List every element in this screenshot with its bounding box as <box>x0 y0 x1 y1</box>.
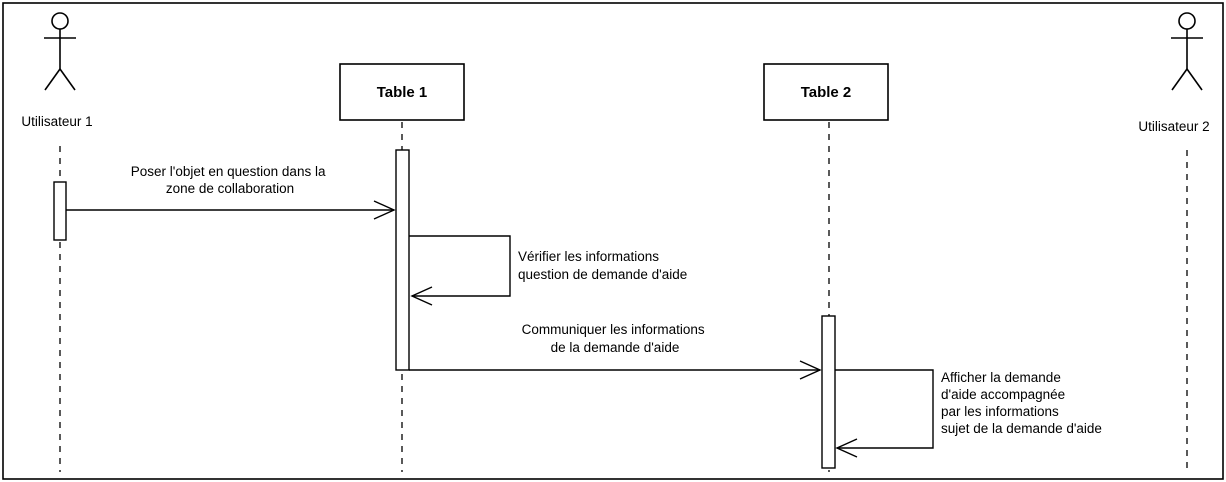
actor-head <box>51 12 69 30</box>
message-label-line: par les informations <box>941 404 1059 419</box>
object-label: Table 2 <box>801 84 852 101</box>
arrowhead-icon <box>835 438 858 458</box>
message-line <box>409 235 511 297</box>
message-verifier-informations: Vérifier les informations question de de… <box>409 235 687 306</box>
actor-utilisateur-1: Utilisateur 1 <box>21 12 93 129</box>
actor-right-leg <box>1186 68 1203 91</box>
arrowhead-icon <box>799 360 822 380</box>
activation-table-1 <box>395 149 410 371</box>
message-label-line: question de demande d'aide <box>518 267 687 282</box>
message-label: Poser l'objet en question dans la zone d… <box>131 164 329 196</box>
object-table-1: Table 1 <box>339 63 465 121</box>
object-box <box>339 63 465 121</box>
message-label-line: de la demande d'aide <box>551 340 680 355</box>
message-label-line: zone de collaboration <box>166 181 294 196</box>
arrowhead-icon <box>373 200 396 220</box>
arrowhead-icon <box>410 286 433 306</box>
object-table-2: Table 2 <box>763 63 889 121</box>
actor-head <box>1178 12 1196 30</box>
message-label-line: Poser l'objet en question dans la <box>131 164 326 179</box>
actor-left-leg <box>1171 68 1188 91</box>
message-label: Communiquer les informations de la deman… <box>522 322 709 355</box>
message-poser-objet: Poser l'objet en question dans la zone d… <box>66 164 396 220</box>
message-label: Vérifier les informations question de de… <box>518 249 687 282</box>
actor-left-leg <box>44 68 61 91</box>
activation-utilisateur-1 <box>53 181 67 241</box>
object-box <box>763 63 889 121</box>
message-label-line: Vérifier les informations <box>518 249 659 264</box>
actor-label: Utilisateur 1 <box>21 114 92 129</box>
actor-utilisateur-2: Utilisateur 2 <box>1138 12 1210 134</box>
message-afficher-demande: Afficher la demande d'aide accompagnée p… <box>835 369 1102 458</box>
message-label-line: Afficher la demande <box>941 370 1061 385</box>
actor-right-leg <box>59 68 76 91</box>
actor-label: Utilisateur 2 <box>1138 119 1209 134</box>
message-label-line: Communiquer les informations <box>522 322 705 337</box>
message-label: Afficher la demande d'aide accompagnée p… <box>941 370 1102 436</box>
activation-table-2 <box>821 315 836 469</box>
message-communiquer-informations: Communiquer les informations de la deman… <box>409 322 822 380</box>
message-label-line: d'aide accompagnée <box>941 387 1065 402</box>
message-line <box>835 369 934 449</box>
object-label: Table 1 <box>377 84 428 101</box>
message-label-line: sujet de la demande d'aide <box>941 421 1102 436</box>
